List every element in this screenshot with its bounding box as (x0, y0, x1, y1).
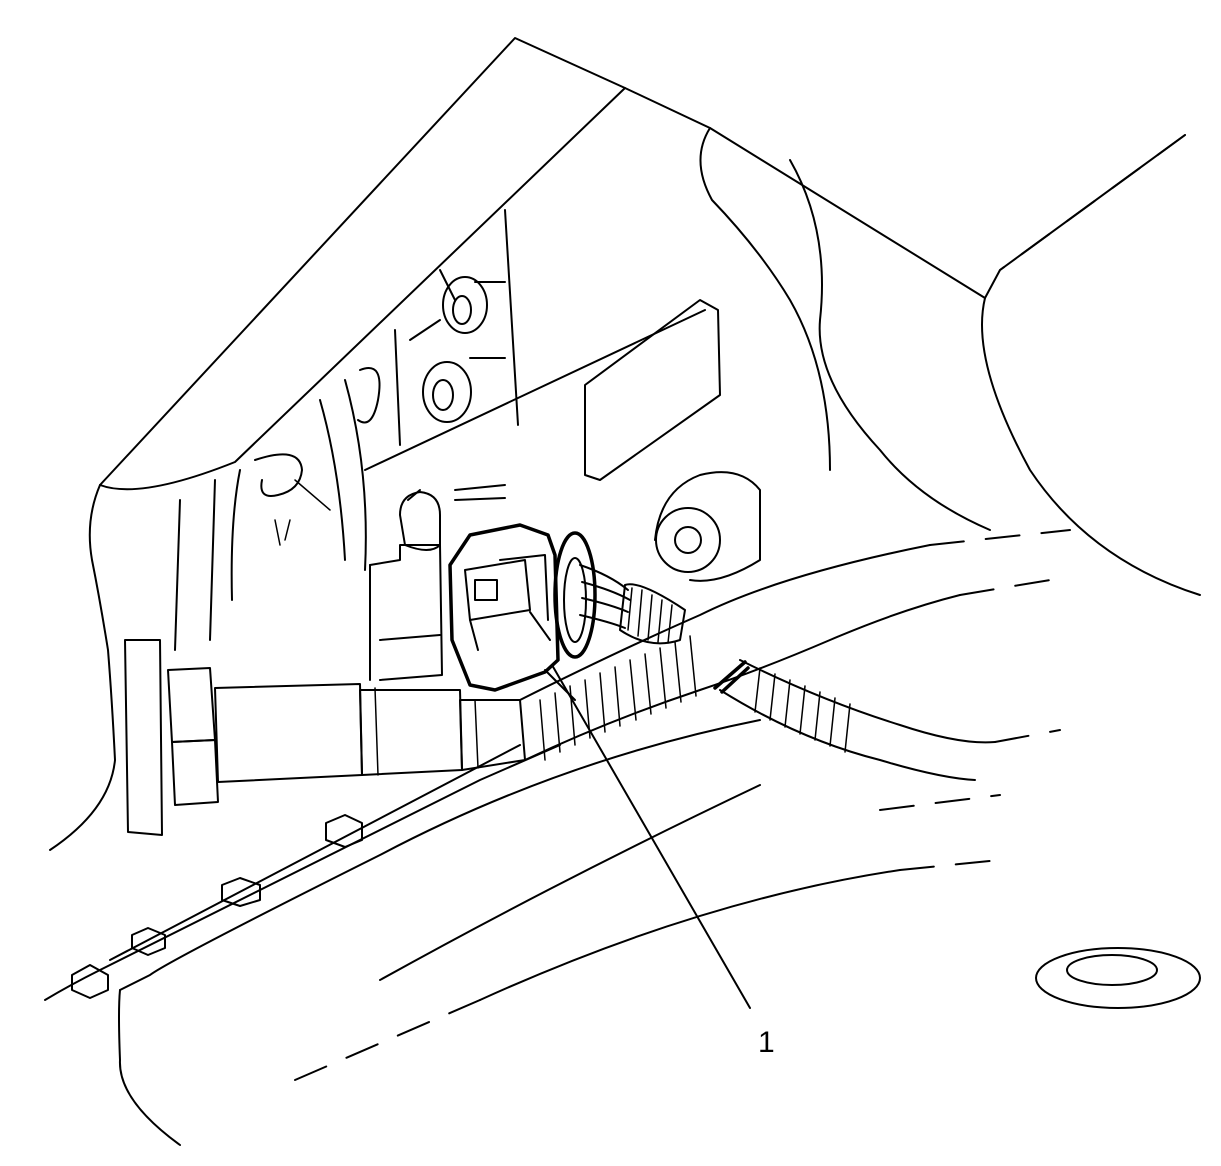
oil-pan (44, 719, 1201, 1146)
sensor-body (369, 491, 443, 681)
wiring-harness (214, 529, 1071, 783)
vehicle-body-panel (99, 37, 1201, 596)
electrical-connector (448, 523, 686, 692)
engine-block (49, 209, 761, 851)
drain-plug (1035, 947, 1201, 1009)
pan-bolts (71, 814, 363, 999)
callout-leader-line (551, 664, 751, 1009)
harness-end-fitting (124, 639, 219, 836)
callout-label-1: 1 (758, 1026, 775, 1059)
